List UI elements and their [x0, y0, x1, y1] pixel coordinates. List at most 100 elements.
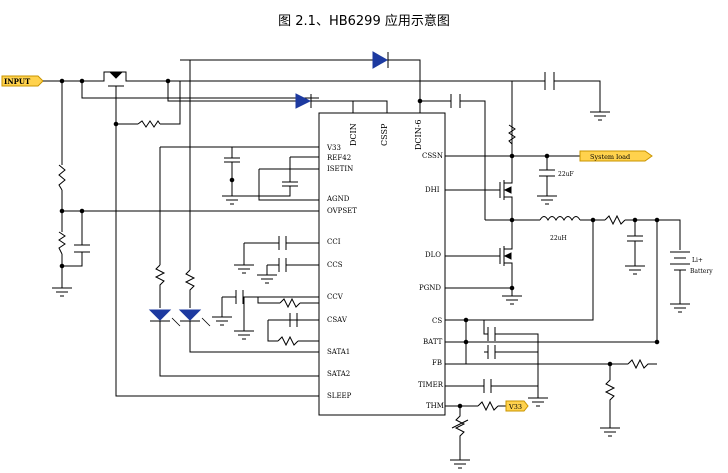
- wire: [132, 80, 513, 157]
- system-load-label: System load: [590, 153, 630, 161]
- capacitor-cs: [465, 320, 539, 342]
- battery-label-li: Li+: [692, 257, 703, 264]
- inductor-label: 22uH: [550, 235, 567, 242]
- capacitor-cci: [243, 236, 319, 265]
- input-tag: [1, 75, 44, 87]
- input-mosfet: [98, 71, 132, 98]
- pin-ccs: CCS: [327, 261, 343, 269]
- wire: [267, 319, 320, 342]
- ground-symbol: [257, 274, 277, 284]
- pin-agnd: AGND: [326, 195, 350, 203]
- figure-caption: 图 2.1、HB6299 应用示意图: [278, 14, 450, 29]
- diode-dcin: [295, 93, 312, 109]
- mosfet-high-side: [445, 156, 513, 220]
- pin-cssp: CSSP: [380, 123, 389, 146]
- resistor: [184, 269, 196, 308]
- wire: [257, 297, 320, 304]
- capacitor: [224, 147, 240, 196]
- resistor-fb: [604, 364, 616, 428]
- pin-cs: CS: [432, 317, 442, 325]
- wire: [232, 156, 319, 197]
- wire: [420, 100, 486, 220]
- resistor: [137, 120, 161, 128]
- input-label: INPUT: [4, 77, 31, 86]
- ground-symbol: [537, 195, 557, 205]
- wire: [258, 168, 319, 201]
- capacitor-batt: [465, 342, 538, 364]
- battery-label-battery: Battery: [690, 268, 713, 275]
- ground-symbol: [502, 295, 522, 305]
- wire: [625, 219, 681, 250]
- system-load-tag: [579, 150, 653, 162]
- pin-dlo: DLO: [425, 251, 441, 259]
- wire: [115, 81, 181, 125]
- pin-isetin: ISETIN: [327, 165, 353, 173]
- capacitor-input: [544, 72, 555, 90]
- capacitor-timer: [445, 334, 539, 398]
- capacitor-out: [627, 220, 643, 266]
- junction-dot: [654, 339, 660, 345]
- pin-sata2: SATA2: [327, 370, 350, 378]
- capacitor-csav: [289, 313, 298, 327]
- ground-symbol: [222, 195, 242, 205]
- ground-symbol: [450, 459, 470, 469]
- thermistor: [451, 406, 469, 460]
- pin-csav: CSAV: [327, 316, 348, 324]
- ground-symbol: [234, 264, 254, 274]
- pin-ref42: REF42: [327, 154, 351, 162]
- ground-symbol: [52, 287, 72, 297]
- pin-fb: FB: [432, 359, 442, 367]
- diode-top: [372, 51, 389, 69]
- ground-symbol: [528, 397, 548, 407]
- pin-ovpset: OVPSET: [327, 207, 357, 215]
- resistor: [58, 231, 66, 255]
- fb-wire: [445, 358, 657, 370]
- wire: [180, 59, 421, 101]
- v33-tag-label: V33: [508, 403, 522, 411]
- junction-dot: [59, 263, 65, 269]
- pin-dcin: DCIN: [349, 123, 358, 146]
- pin-dhi: DHI: [425, 186, 440, 194]
- capacitor-ccs: [266, 258, 319, 275]
- pin-pgnd: PGND: [419, 284, 441, 292]
- resistor: [58, 164, 66, 191]
- junction-dot: [229, 177, 235, 183]
- pin-ccv: CCV: [327, 293, 344, 301]
- capacitor-ccv: [221, 290, 319, 317]
- capacitor-dcin: [450, 94, 461, 108]
- pin-thm: THM: [426, 402, 444, 410]
- pin-timer: TIMER: [418, 381, 444, 389]
- junction-dot: [509, 285, 515, 291]
- sleep-wire: [115, 124, 319, 397]
- wire: [512, 80, 601, 112]
- resistor: [279, 297, 301, 309]
- cs-wire: [445, 220, 594, 321]
- resistor: [508, 124, 516, 145]
- resistor: [154, 264, 166, 308]
- wire: [167, 81, 388, 113]
- resistor-thm: [477, 400, 499, 412]
- battery: [670, 251, 690, 304]
- pin-dcin-6: DCIN-6: [414, 120, 423, 151]
- inductor-22uh: [539, 216, 581, 222]
- pin-batt: BATT: [423, 338, 443, 346]
- led-2: [178, 309, 211, 327]
- wire: [159, 321, 319, 377]
- led-1: [148, 309, 181, 327]
- v33-tag: [505, 400, 529, 412]
- resistor: [277, 335, 299, 347]
- ground-symbol: [234, 330, 254, 340]
- ground-symbol: [600, 427, 620, 437]
- ground-symbol: [670, 303, 690, 313]
- mosfet-low-side: [445, 220, 513, 296]
- pin-cci: CCI: [327, 238, 341, 246]
- ground-symbol: [590, 111, 610, 121]
- chip-body: [318, 112, 446, 416]
- wire: [159, 146, 319, 265]
- wire: [62, 81, 319, 267]
- ground-symbol: [625, 265, 645, 275]
- ground-symbol: [212, 316, 232, 326]
- pin-sata1: SATA1: [327, 348, 350, 356]
- pin-v33: V33: [326, 144, 341, 152]
